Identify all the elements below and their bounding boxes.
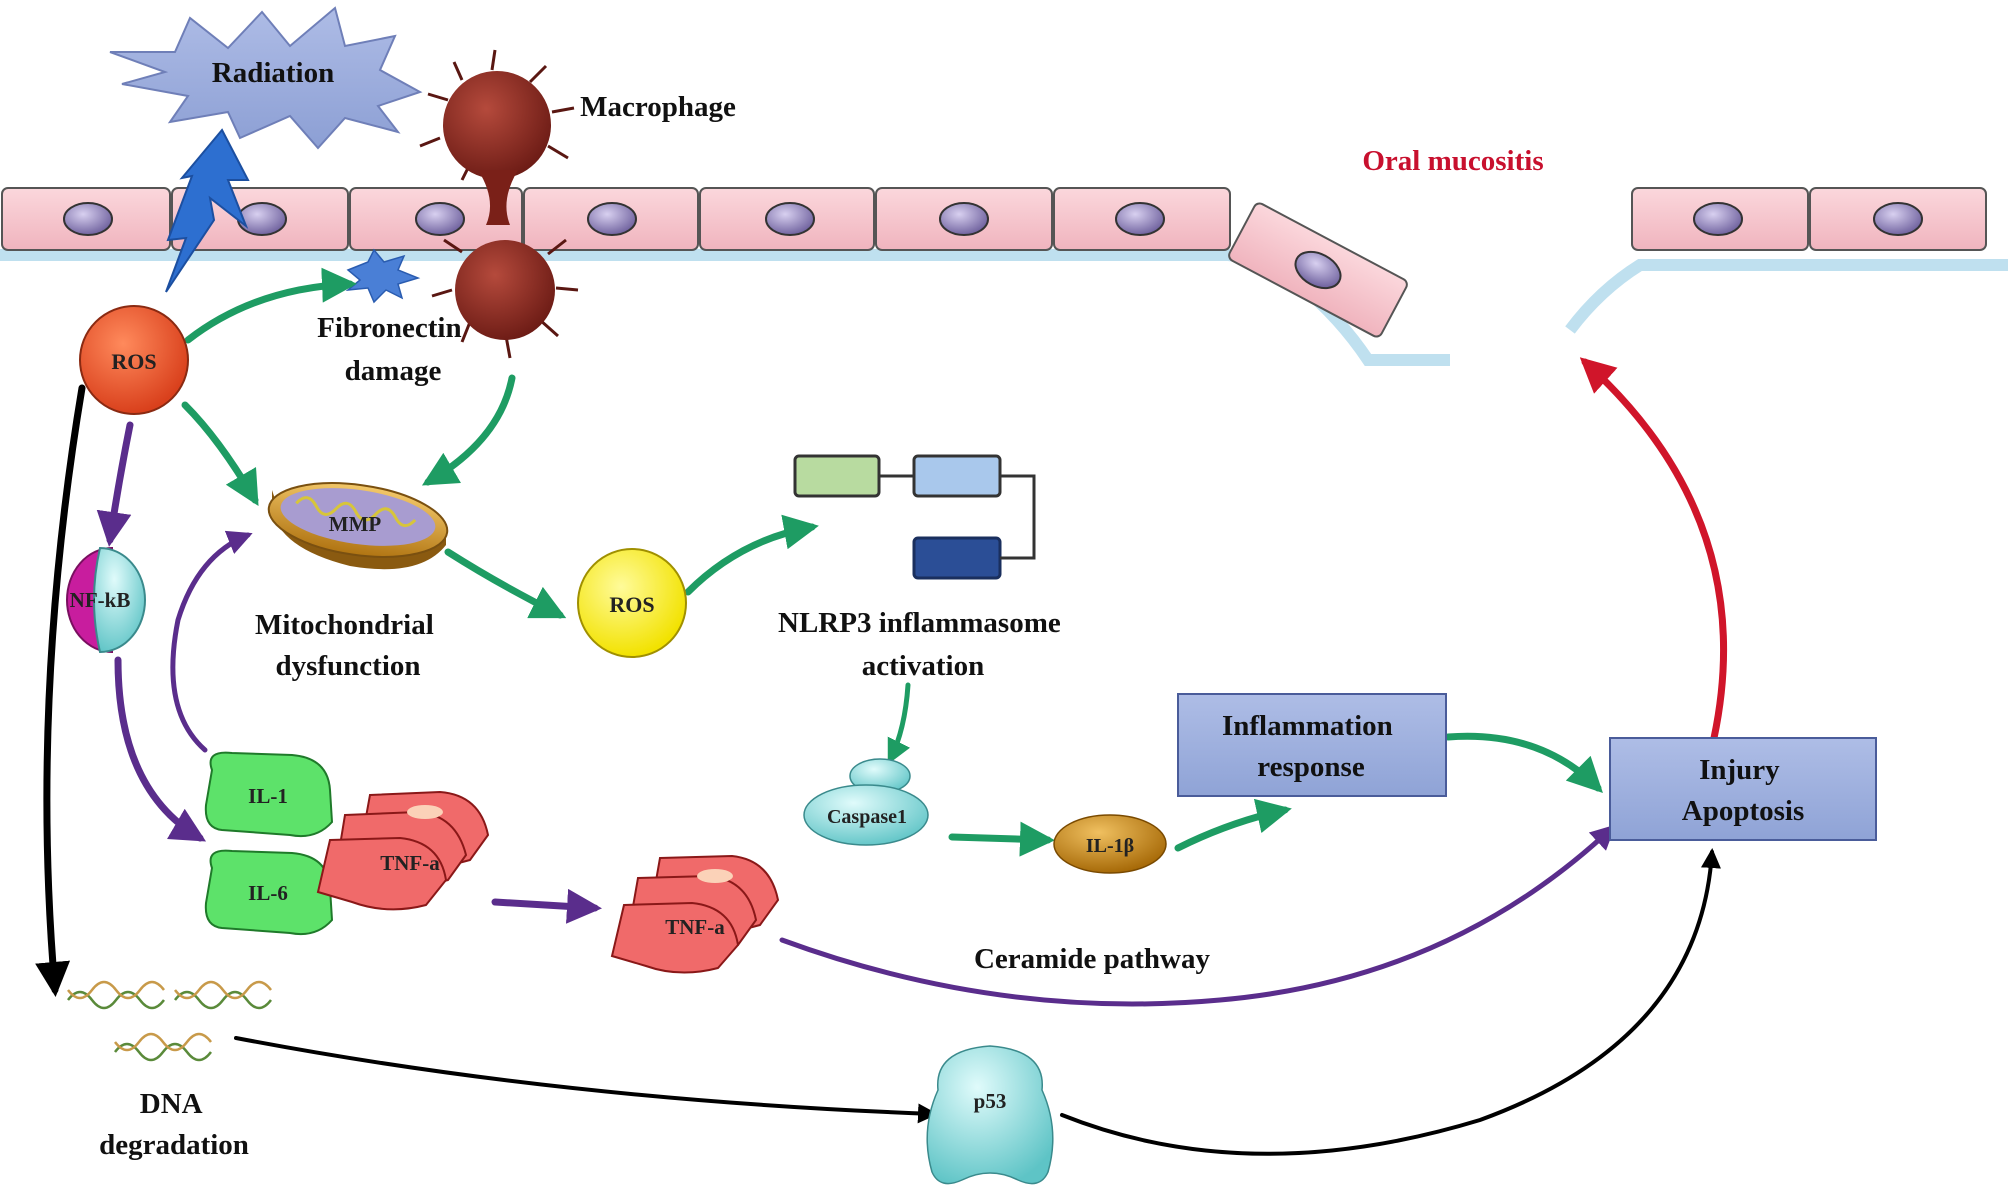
nfkb-label: NF-kB [70, 588, 131, 612]
p53-label: p53 [974, 1089, 1007, 1113]
arrow-dna-to-p53 [234, 1036, 938, 1124]
arrow-p53-to-injury [1060, 848, 1721, 1156]
radiation-label: Radiation [212, 57, 334, 89]
ceramide-pathway-label: Ceramide pathway [974, 943, 1211, 975]
macrophage-label: Macrophage [580, 91, 736, 123]
macrophage: Macrophage [419, 49, 736, 359]
detached-epithelial-cell [1228, 202, 1408, 338]
injury-apoptosis-box: Injury Apoptosis [1609, 737, 1877, 841]
p53-node: p53 [926, 1045, 1054, 1185]
il1-label: IL-1 [248, 784, 288, 808]
fibronectin-damage-label: Fibronectin damage [317, 312, 469, 387]
epithelial-cell [1053, 187, 1231, 251]
tnfa-mid-label: TNF-a [665, 915, 725, 939]
arrow-ros-to-dna [35, 384, 86, 997]
caspase1-label: Caspase1 [827, 806, 907, 828]
ros-node-top: ROS [79, 305, 189, 415]
arrow-inflammation-to-injury [1444, 732, 1603, 793]
radiation-burst: Radiation [109, 6, 423, 150]
tnfa-mid-node: TNF-a [610, 854, 780, 974]
arrow-il1-to-mitochondria [170, 530, 253, 753]
epithelial-cell [523, 187, 699, 251]
arrow-ros-to-nfkb [96, 421, 134, 547]
nlrp3-inflammasome-icon [793, 454, 1036, 580]
tnfa-left-label: TNF-a [380, 851, 440, 875]
dna-degradation-label: DNA degradation [99, 1088, 249, 1161]
pathway-arrows [35, 267, 1728, 1156]
epithelium-layer [0, 187, 2008, 366]
mmp-label: MMP [329, 512, 382, 536]
mitochondria-icon: MMP [267, 482, 449, 570]
mitochondrial-dysfunction-label: Mitochondrial dysfunction [255, 609, 441, 682]
basement-membrane-right [1565, 259, 2008, 334]
epithelial-cell [699, 187, 875, 251]
tnfa-left-node: TNF-a [316, 790, 490, 911]
arrow-macrophage-to-mitochondria [421, 374, 516, 486]
arrow-mitochondria-to-ros [444, 548, 567, 619]
arrow-tnfa-to-tnfa [491, 888, 602, 924]
arrow-ros-to-nlrp3 [684, 514, 819, 596]
injury-apoptosis-label: Injury Apoptosis [1682, 754, 1805, 827]
ros-mid-label: ROS [609, 592, 654, 617]
inflammation-response-box: Inflammation response [1177, 693, 1447, 797]
arrow-il1b-to-inflammation [1174, 798, 1292, 852]
il6-node: IL-6 [204, 849, 334, 936]
dna-fragments-icon [67, 980, 272, 1062]
lightning-bolt-icon [165, 128, 250, 293]
basement-membrane [0, 249, 1450, 366]
epithelial-cell [1631, 187, 1809, 251]
ros-top-label: ROS [111, 349, 156, 374]
arrow-nlrp3-to-caspase1 [887, 682, 911, 765]
nfkb-node: NF-kB [66, 546, 146, 654]
epithelial-cell [349, 187, 523, 251]
il1b-node: IL-1β [1053, 814, 1167, 874]
il1b-label: IL-1β [1086, 835, 1134, 857]
oral-mucositis-label: Oral mucositis [1362, 145, 1543, 177]
arrow-nfkb-to-cytokines [114, 656, 207, 842]
epithelial-cell [875, 187, 1053, 251]
arrow-caspase1-to-il1b [948, 821, 1055, 857]
caspase1-node: Caspase1 [803, 758, 929, 846]
arrow-ros-to-mitochondria [181, 401, 259, 507]
epithelial-cell [1, 187, 171, 251]
epithelial-cell [1809, 187, 1987, 251]
arrow-injury-to-mucositis [1579, 357, 1728, 742]
il1-node: IL-1 [204, 751, 334, 838]
arrow-ros-to-fibronectin [184, 267, 357, 344]
arrow-ceramide-pathway [779, 824, 1616, 1007]
inflammation-response-label: Inflammation response [1222, 710, 1400, 783]
il6-label: IL-6 [248, 881, 288, 905]
ros-node-mid: ROS [577, 548, 687, 658]
nlrp3-label: NLRP3 inflammasome activation [778, 607, 1068, 682]
